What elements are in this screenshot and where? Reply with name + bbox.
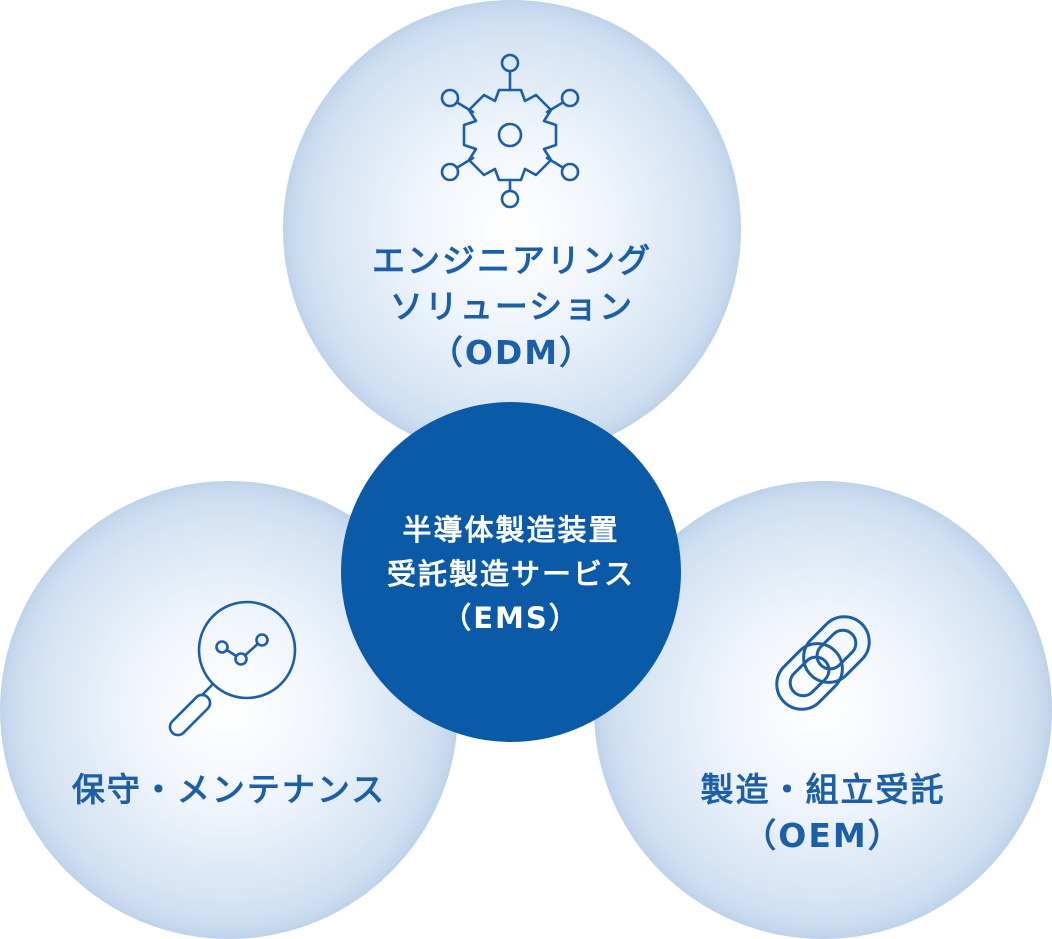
ems-label-line-2: 受託製造サービス: [386, 557, 635, 591]
maintenance-label-line-1: 保守・メンテナンス: [71, 770, 387, 809]
odm-bubble: [283, 0, 741, 458]
odm-label-line-3: （ODM）: [429, 333, 595, 372]
search-analytics-icon: [168, 600, 297, 737]
oem-label-line-1: 製造・組立受託: [700, 770, 946, 809]
oem-label-line-2: （OEM）: [743, 816, 903, 855]
odm-label: エンジニアリング ソリューション （ODM）: [283, 238, 741, 376]
ems-center-circle: [341, 402, 681, 742]
chain-link-icon: [775, 615, 871, 711]
gear-network-icon: [440, 53, 580, 209]
odm-label-line-1: エンジニアリング: [372, 241, 652, 280]
ems-label-line-1: 半導体製造装置: [402, 513, 620, 547]
ems-label-line-3: （EMS）: [442, 601, 580, 635]
odm-label-line-2: ソリューション: [389, 287, 635, 326]
maintenance-label: 保守・メンテナンス: [0, 767, 458, 813]
oem-label: 製造・組立受託 （OEM）: [594, 767, 1052, 859]
ems-label: 半導体製造装置 受託製造サービス （EMS）: [341, 508, 681, 640]
